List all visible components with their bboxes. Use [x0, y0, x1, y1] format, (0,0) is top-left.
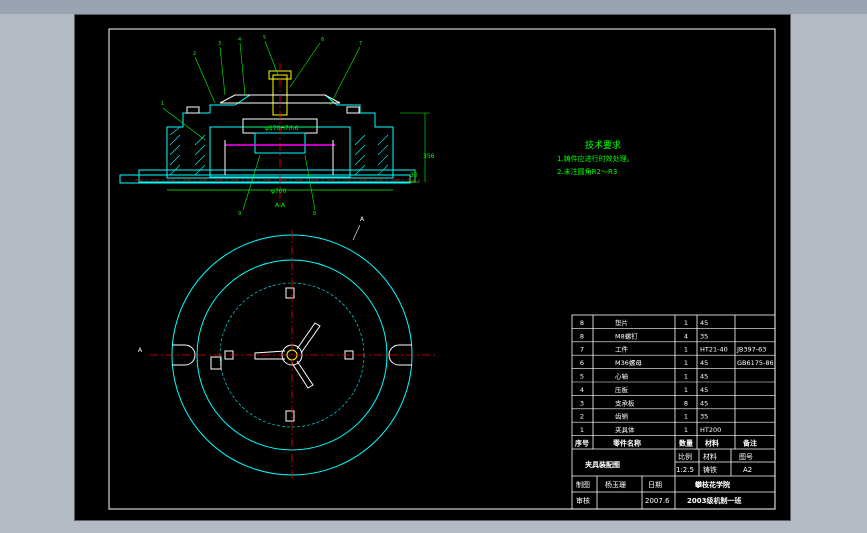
- dim-base: 30: [410, 172, 418, 179]
- bom-cell-qty: 1: [684, 426, 688, 434]
- bom-cell-no: 5: [580, 373, 584, 381]
- requirement-2: 2.未注圆角R2～R3: [557, 167, 617, 176]
- bom-cell-no: 7: [580, 346, 584, 354]
- bom-cell-material: 45: [700, 373, 708, 381]
- drawing-canvas[interactable]: φ170H7/h6 φ700 356 30 A-A: [74, 14, 791, 521]
- bom-header-name: 零件名称: [612, 439, 641, 448]
- drawn-label: 制图: [576, 480, 590, 489]
- bom-header-note: 备注: [742, 439, 757, 448]
- leader-9: 9: [238, 211, 241, 217]
- bom-cell-name: 齿销: [615, 412, 629, 421]
- dim-height: 356: [423, 153, 435, 160]
- bom-cell-no: 3: [580, 399, 584, 407]
- bom-table: [571, 314, 776, 510]
- bom-cell-material: 45: [700, 399, 708, 407]
- bom-cell-material: HT21-40: [700, 346, 728, 354]
- bom-cell-note: JB397-63: [736, 346, 766, 354]
- bom-cell-name: M36螺母: [615, 358, 642, 367]
- drawn-by: 杨玉珊: [605, 480, 626, 489]
- bom-cell-qty: 1: [684, 346, 688, 354]
- leader-4: 4: [238, 37, 241, 43]
- bom-cell-name: 心轴: [615, 372, 629, 381]
- leader-2: 2: [193, 51, 196, 57]
- drawing-no-label: 图号: [739, 453, 753, 461]
- dim-outer: φ700: [271, 188, 287, 195]
- school: 攀枝花学院: [694, 480, 730, 489]
- section-view: φ170H7/h6 φ700 356 30 A-A: [119, 35, 435, 217]
- bom-header-qty: 数量: [679, 439, 693, 448]
- title-block-text: 夹具装配图 比例 材料 图号 1:2.5 铸铁 A2 制图 杨玉珊 日期 审核 …: [576, 452, 753, 505]
- drawing-name: 夹具装配图: [585, 460, 620, 469]
- bom-cell-name: 压板: [615, 385, 629, 394]
- title-block: [572, 448, 775, 509]
- bom-cell-qty: 1: [684, 413, 688, 421]
- leader-7: 7: [359, 41, 362, 47]
- bom-cell-no: 2: [580, 413, 584, 421]
- window-top-strip: [0, 0, 867, 14]
- requirements-title: 技术要求: [585, 139, 621, 151]
- bom-cell-no: 8: [580, 319, 584, 327]
- date-label: 日期: [648, 481, 662, 489]
- bom-cell-qty: 1: [684, 319, 688, 327]
- bom-cell-no: 6: [580, 359, 584, 367]
- bom-cell-material: 35: [700, 413, 708, 421]
- drawing-svg: φ170H7/h6 φ700 356 30 A-A: [108, 28, 776, 510]
- leader-6: 6: [321, 37, 324, 43]
- bom-cell-no: 1: [580, 426, 584, 434]
- view-marker-left: A: [138, 347, 143, 354]
- material-label: 材料: [703, 452, 717, 461]
- bom-cell-no: 8: [580, 332, 584, 340]
- bom-cell-name: 支承板: [615, 398, 635, 407]
- checked-label: 审核: [576, 496, 590, 505]
- bom-cell-material: 45: [700, 386, 708, 394]
- bom-cell-no: 4: [580, 386, 584, 394]
- material-value: 铸铁: [703, 465, 717, 474]
- bom-cell-qty: 1: [684, 386, 688, 394]
- date-value: 2007.6: [645, 497, 670, 505]
- sheet-value: A2: [743, 466, 752, 474]
- bom-cell-name: 垫片: [615, 318, 628, 327]
- bom-cell-material: HT200: [700, 426, 721, 434]
- bom-cell-material: 45: [700, 359, 708, 367]
- class: 2003级机制一班: [687, 496, 741, 505]
- bom-cell-qty: 4: [684, 332, 688, 340]
- bom-header-no: 序号: [574, 439, 589, 448]
- leader-3: 3: [218, 41, 221, 47]
- leader-1: 1: [161, 101, 164, 107]
- bom-cell-name: 夹具体: [615, 425, 635, 434]
- dim-bore: φ170H7/h6: [265, 125, 299, 132]
- section-label: A-A: [275, 202, 286, 209]
- bom-cell-name: 工件: [615, 345, 629, 354]
- bom-cell-qty: 1: [684, 373, 688, 381]
- leader-8: 8: [313, 211, 316, 217]
- leader-5: 5: [263, 35, 266, 41]
- bom-cell-material: 35: [700, 332, 708, 340]
- bom-cell-material: 45: [700, 319, 708, 327]
- scale-label: 比例: [678, 452, 692, 461]
- bom-cell-note: GB6175-86: [737, 359, 774, 367]
- bom-header-material: 材料: [704, 439, 719, 448]
- bom-cell-name: M8螺钉: [615, 331, 638, 340]
- scale-value: 1:2.5: [676, 466, 694, 474]
- bom-cell-qty: 1: [684, 359, 688, 367]
- sheet-border: [108, 28, 776, 510]
- bom-cell-qty: 8: [684, 399, 688, 407]
- tech-requirements: 技术要求 1.铸件应进行时效处理。 2.未注圆角R2～R3: [557, 139, 634, 176]
- requirement-1: 1.铸件应进行时效处理。: [557, 154, 634, 163]
- view-marker-top: A: [360, 216, 365, 223]
- plan-view: A A: [138, 216, 435, 480]
